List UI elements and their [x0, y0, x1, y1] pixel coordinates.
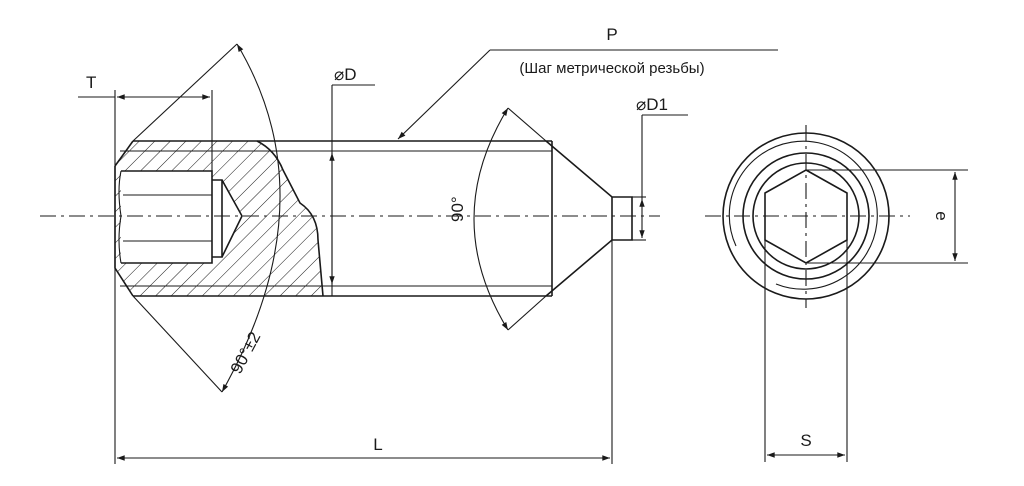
dimension-chamfer-angle: 90°±2 — [132, 43, 281, 393]
dimension-e: e — [806, 169, 968, 264]
dimension-P: P (Шаг метрической резьбы) — [397, 25, 778, 140]
label-L: L — [373, 435, 382, 454]
label-S: S — [800, 431, 811, 450]
label-D: ⌀D — [334, 65, 357, 84]
label-P-note: (Шаг метрической резьбы) — [519, 60, 704, 77]
dimension-cone-angle: 90° — [448, 107, 547, 331]
label-P: P — [606, 25, 617, 44]
dimension-L: L — [117, 240, 613, 464]
end-view — [722, 132, 890, 300]
dimension-D: ⌀D — [329, 65, 375, 296]
dimension-S: S — [764, 240, 848, 462]
section-hatch — [115, 141, 323, 296]
label-cone-angle: 90° — [448, 196, 467, 222]
label-chamfer-angle: 90°±2 — [227, 329, 265, 377]
label-D1: ⌀D1 — [636, 95, 668, 114]
dimension-T: T — [78, 73, 213, 464]
label-e: e — [932, 211, 951, 220]
label-T: T — [86, 73, 96, 92]
dimension-D1: ⌀D1 — [632, 95, 688, 241]
